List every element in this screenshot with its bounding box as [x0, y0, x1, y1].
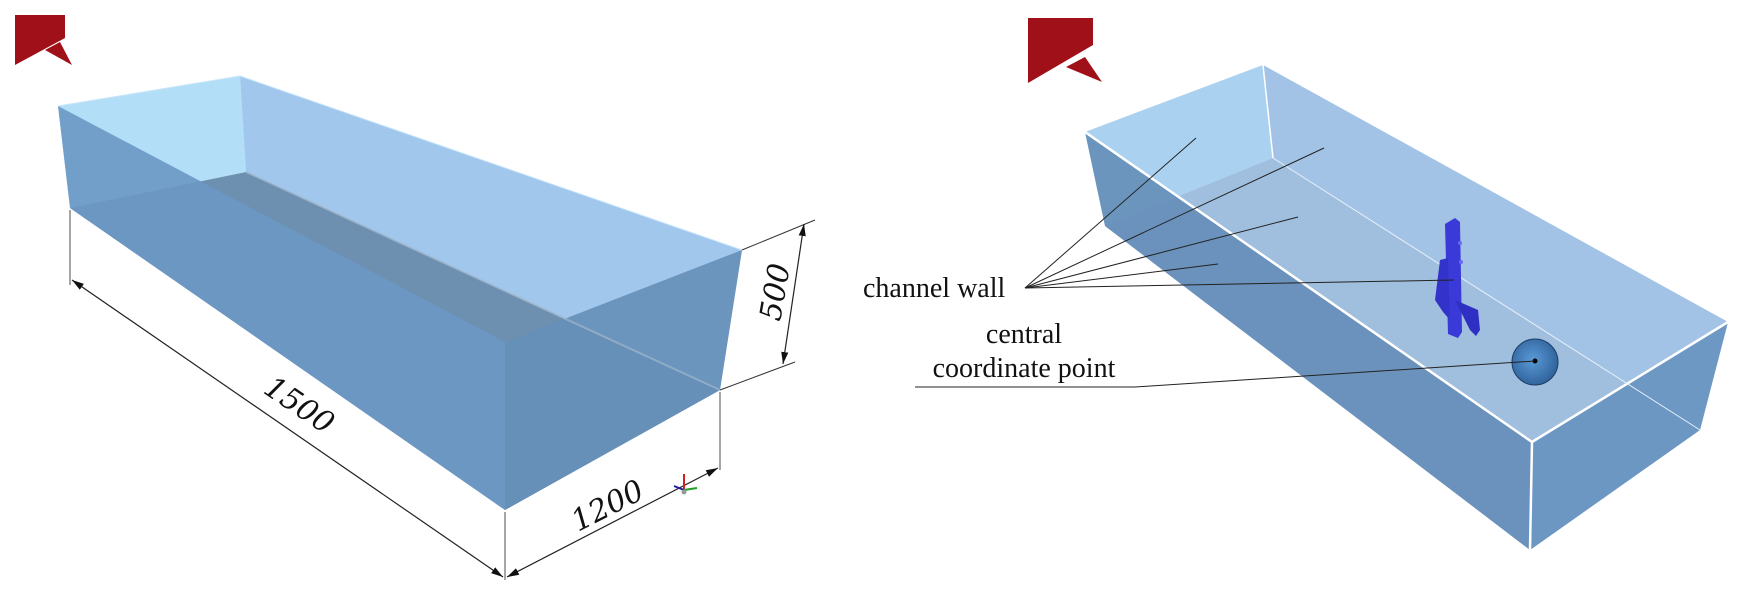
water-surface	[1085, 65, 1728, 442]
channel-wall-leaders	[1024, 137, 1455, 289]
logo-icon	[15, 15, 72, 65]
logo-icon	[1028, 18, 1102, 83]
central-label-line1: central	[986, 319, 1062, 350]
left-figure: 1500 1200 500	[15, 15, 816, 580]
central-label-line2: coordinate point	[933, 353, 1116, 384]
dimension-width: 1200	[566, 473, 650, 539]
dimension-line-length	[71, 279, 504, 578]
channel-wall-label: channel wall	[863, 273, 1005, 304]
front-wall	[1530, 322, 1728, 550]
near-side-wall	[1085, 132, 1532, 550]
test-object	[1435, 218, 1480, 338]
central-point-leader	[915, 360, 1536, 388]
dimension-line-width	[506, 467, 719, 578]
front-wall	[505, 250, 742, 510]
dimension-line-height	[781, 223, 806, 365]
axis-triad-icon	[673, 474, 698, 495]
right-figure: channel wall central coordinate point	[863, 18, 1729, 551]
dimension-height: 500	[753, 261, 797, 323]
